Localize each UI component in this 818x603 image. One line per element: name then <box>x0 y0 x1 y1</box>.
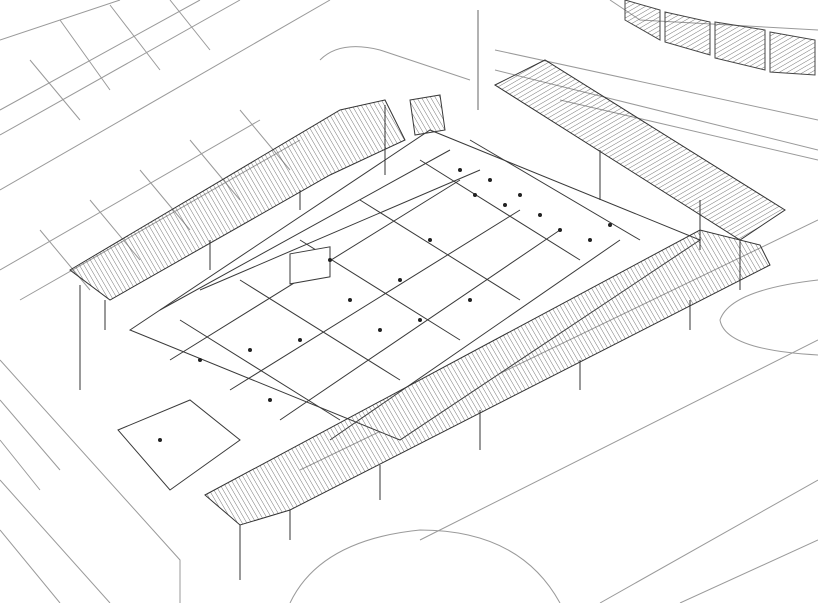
roof-canopy-northwest <box>69 99 406 390</box>
fence <box>624 0 816 76</box>
furniture <box>158 168 612 442</box>
roof-canopy-northeast <box>493 59 786 290</box>
roof-canopy-south <box>204 229 771 580</box>
building-floorplan <box>117 94 702 491</box>
